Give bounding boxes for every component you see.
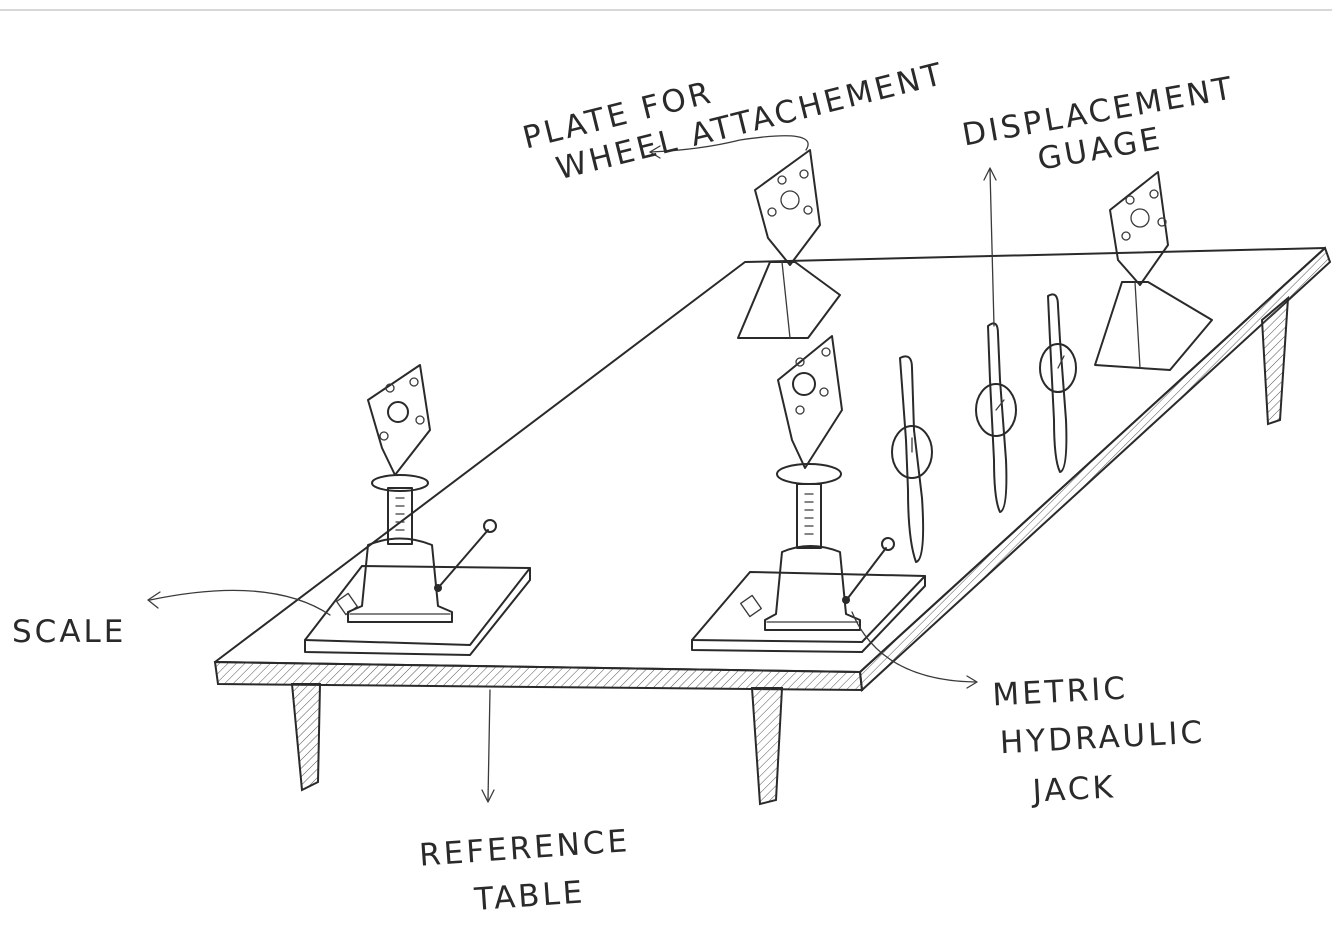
leader-gauge bbox=[990, 170, 994, 326]
scale-marker bbox=[741, 595, 762, 616]
label-table: REFERENCE TABLE bbox=[418, 823, 634, 921]
jack-lever-knob bbox=[484, 520, 496, 532]
jack-body bbox=[765, 546, 860, 630]
wheel-stand-back-right bbox=[1095, 172, 1212, 370]
displacement-gauge-1 bbox=[892, 356, 932, 562]
wheel-plate bbox=[1110, 172, 1168, 285]
label-table-line1: REFERENCE bbox=[418, 823, 631, 874]
table-leg-front-left bbox=[292, 684, 320, 790]
label-displacement: DISPLACEMENT GUAGE bbox=[960, 70, 1244, 190]
jack-lever bbox=[848, 548, 886, 598]
displacement-gauge-3 bbox=[1040, 294, 1076, 472]
jack-collar bbox=[777, 464, 841, 484]
wheel-plate bbox=[368, 365, 430, 475]
hydraulic-jack-right bbox=[692, 336, 925, 652]
label-jack-line2: HYDRAULIC bbox=[999, 715, 1206, 762]
label-jack-line1: METRIC bbox=[992, 670, 1129, 713]
displacement-gauge-2 bbox=[976, 323, 1016, 512]
wheel-plate bbox=[778, 336, 842, 468]
jack-base-plate bbox=[692, 572, 925, 642]
jack-lever bbox=[438, 530, 488, 588]
label-jack-line3: JACK bbox=[1030, 769, 1117, 809]
wheel-stand-back-left bbox=[738, 150, 840, 338]
label-table-line2: TABLE bbox=[472, 874, 586, 918]
table-leg-back-right bbox=[1262, 298, 1288, 424]
plate-hole-center bbox=[388, 402, 408, 422]
stand-base bbox=[1095, 282, 1212, 370]
label-plate: PLATE FOR WHEEL ATTACHEMENT bbox=[519, 19, 948, 193]
table-leg-front-right bbox=[752, 688, 782, 804]
table-right-edge bbox=[860, 248, 1330, 690]
label-jack: METRIC HYDRAULIC JACK bbox=[992, 667, 1209, 812]
leader-scale bbox=[150, 590, 330, 615]
plate-hole-center bbox=[793, 373, 815, 395]
label-scale: SCALE bbox=[12, 614, 126, 650]
leader-table bbox=[488, 690, 490, 800]
table-top bbox=[215, 248, 1325, 672]
jack-lever-knob bbox=[882, 538, 894, 550]
scale-marker bbox=[337, 593, 358, 614]
